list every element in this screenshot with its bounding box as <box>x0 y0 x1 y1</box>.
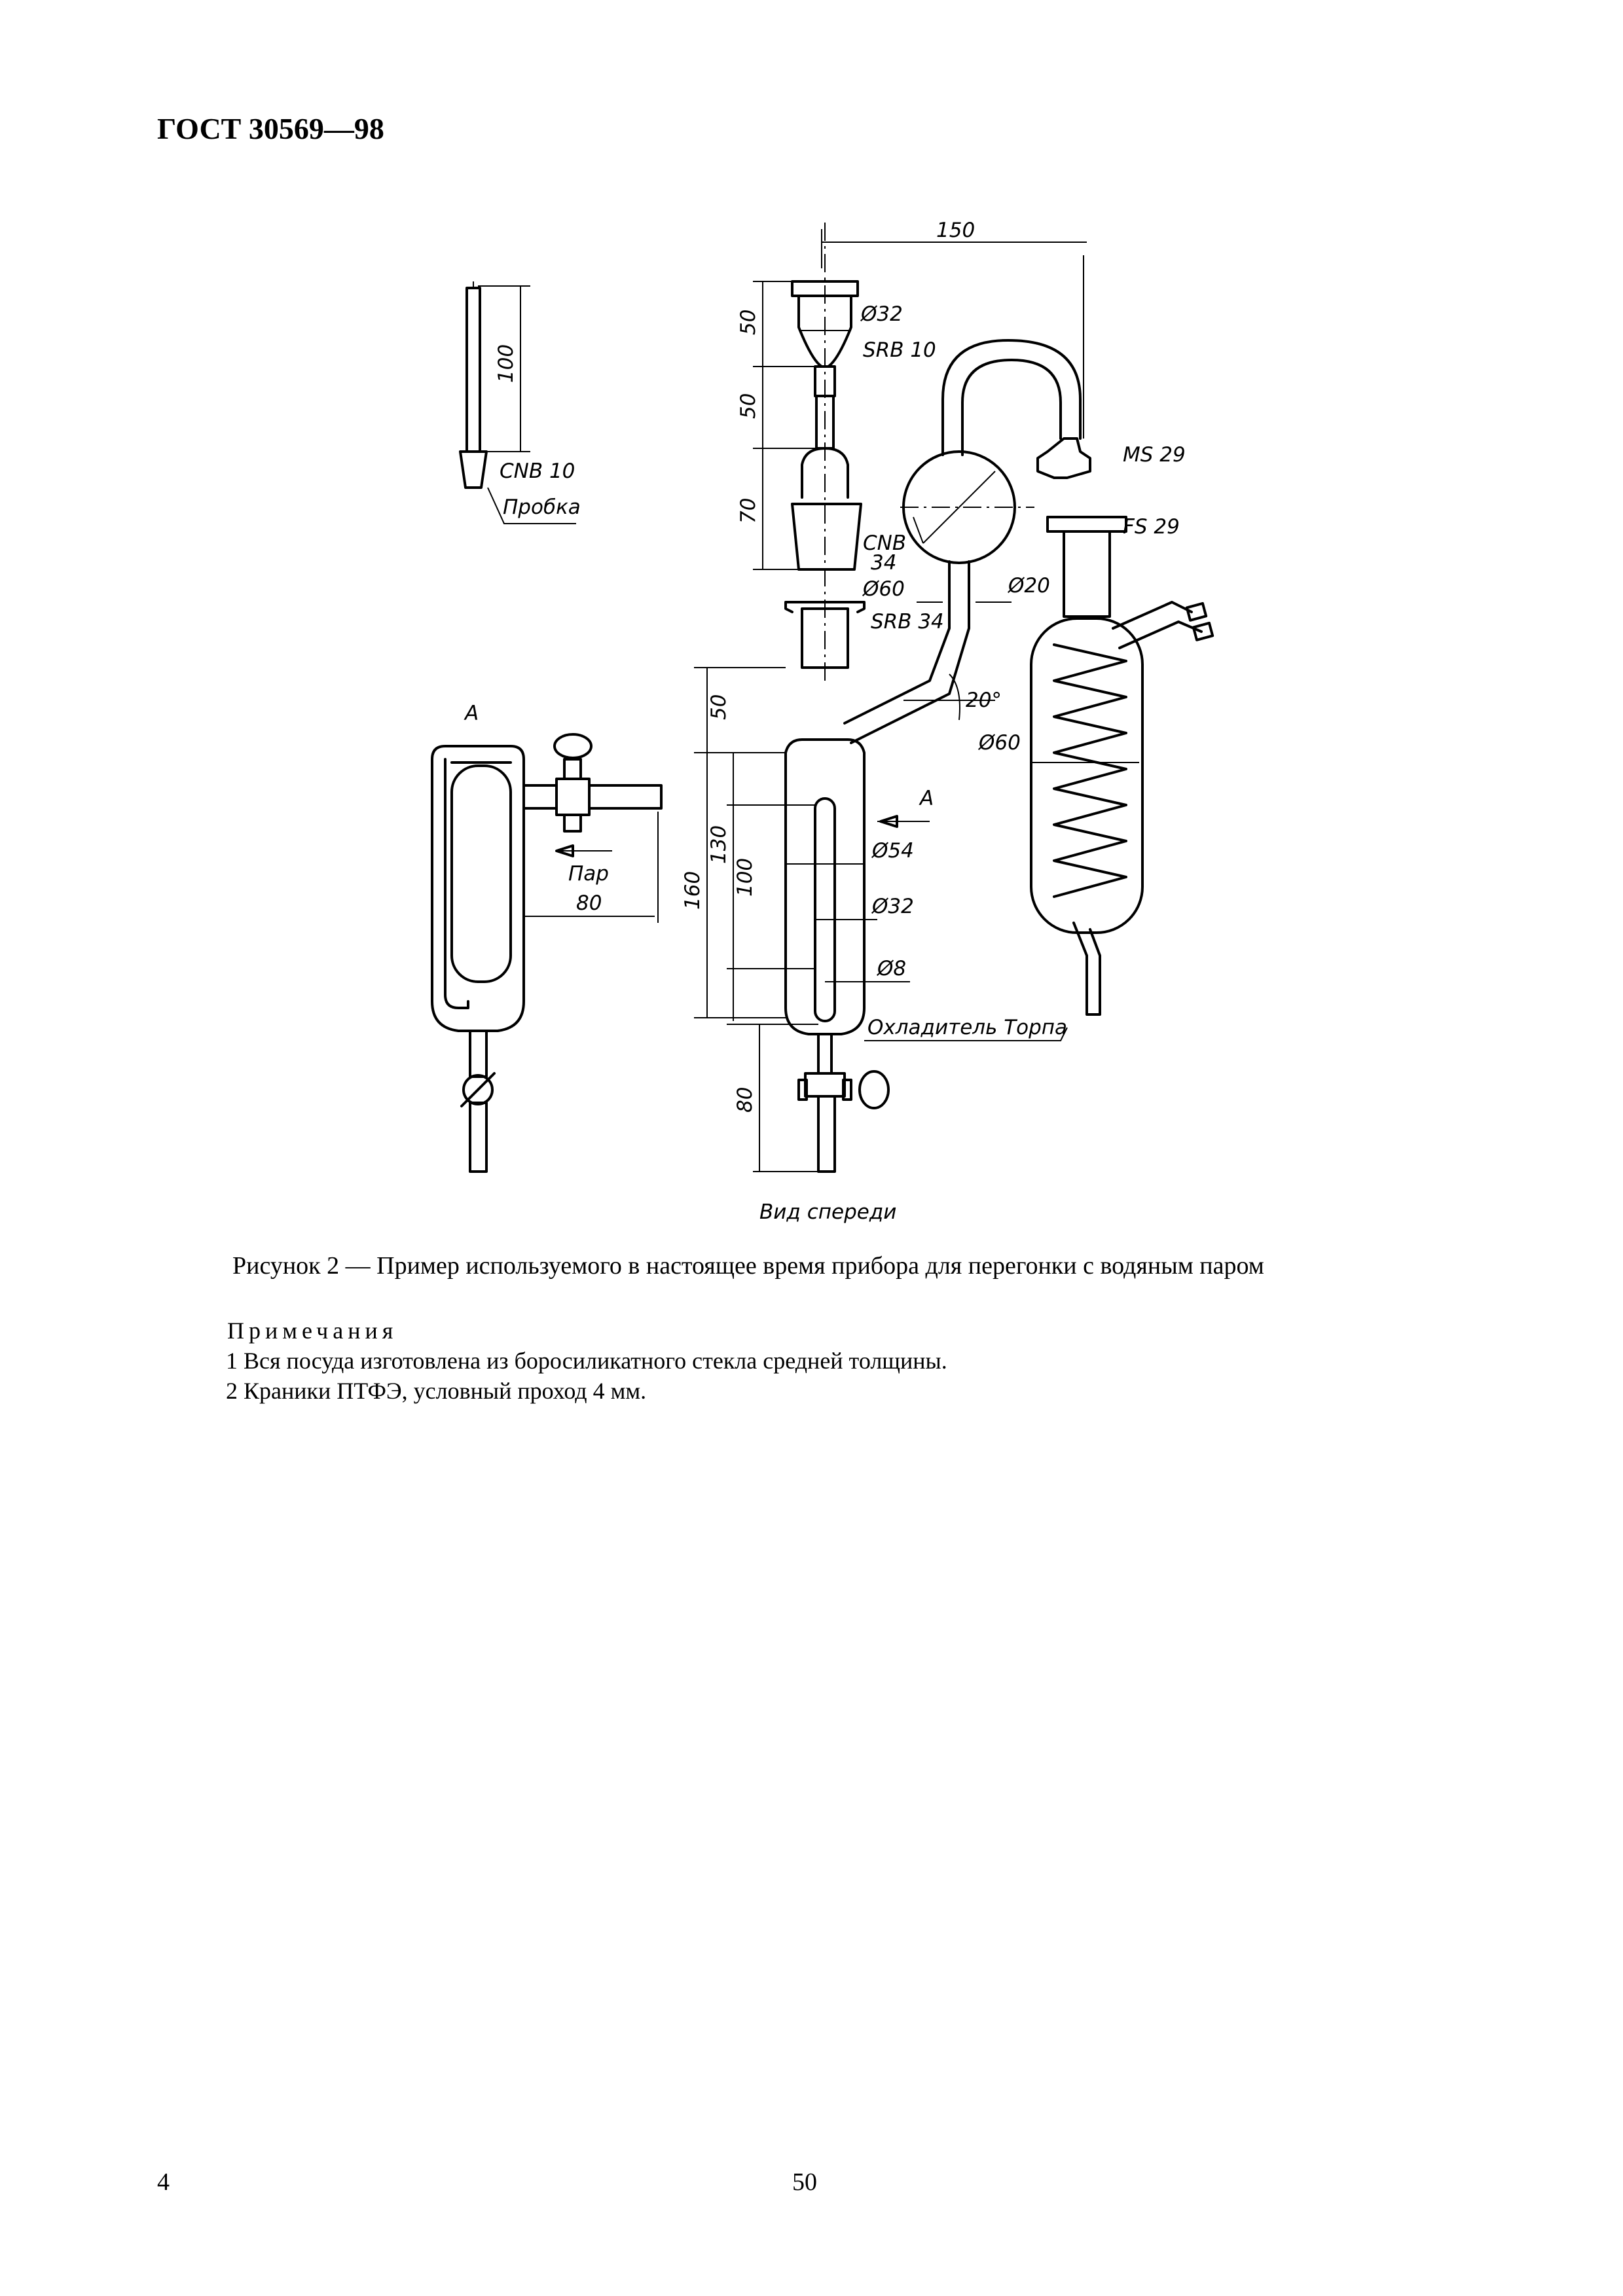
d60-flask-label: Ø60 <box>862 577 905 601</box>
d54-label: Ø54 <box>871 839 914 863</box>
plug-label: Пробка <box>503 495 581 519</box>
notes-title: Примечания <box>227 1318 398 1344</box>
d60-condenser-label: Ø60 <box>977 731 1021 755</box>
cnb-label: CNB <box>863 531 906 555</box>
dim-130: 130 <box>707 825 731 864</box>
note-item: 2 Краники ПТФЭ, условный проход 4 мм. <box>226 1378 647 1404</box>
note-item: 1 Вся посуда изготовлена из боросиликатн… <box>226 1348 947 1374</box>
cnb10-label: CNB 10 <box>500 459 575 483</box>
dim-80-side: 80 <box>576 891 602 915</box>
view-a-label: A <box>464 702 479 725</box>
dim-50-c: 50 <box>707 694 731 720</box>
page-number-center: 50 <box>792 2168 817 2196</box>
steam-label: Пар <box>568 862 609 886</box>
fs29-label: FS 29 <box>1123 515 1180 539</box>
srb10-label: SRB 10 <box>863 338 936 362</box>
dim-150: 150 <box>936 219 975 242</box>
ms29-label: MS 29 <box>1123 443 1186 467</box>
cnb-num-label: 34 <box>871 551 896 575</box>
view-a-arrow-label: A <box>919 787 934 810</box>
d32-inner-label: Ø32 <box>871 895 914 918</box>
dim-70: 70 <box>737 498 760 524</box>
side-view-a-drawing <box>431 733 663 1173</box>
dim-100-inner: 100 <box>733 858 757 897</box>
figure-caption: Рисунок 2 — Пример используемого в насто… <box>232 1252 1264 1280</box>
condenser-label: Охладитель Торпа <box>867 1016 1067 1039</box>
splash-head-drawing <box>843 255 1091 744</box>
condenser-drawing <box>864 516 1214 1041</box>
top-funnel-drawing <box>753 223 1087 681</box>
plug-drawing <box>459 281 576 524</box>
page-number-left: 4 <box>157 2168 170 2196</box>
d8-label: Ø8 <box>876 957 906 980</box>
plug-dim-100: 100 <box>494 344 518 383</box>
d32-top-label: Ø32 <box>860 302 903 326</box>
angle-20-label: 20° <box>966 689 1002 712</box>
dim-50-b: 50 <box>737 393 760 419</box>
steam-generator-drawing <box>694 601 930 1173</box>
standard-header: ГОСТ 30569—98 <box>157 112 384 145</box>
dim-160: 160 <box>681 871 704 910</box>
dim-50-a: 50 <box>737 310 760 335</box>
dim-80-bottom: 80 <box>733 1087 757 1113</box>
apparatus-drawing: 100 CNB 10 Пробка 150 50 50 70 Ø32 SRB 1… <box>431 219 1214 1224</box>
front-view-label: Вид спереди <box>759 1200 896 1224</box>
d20-label: Ø20 <box>1007 574 1050 598</box>
notes-block: Примечания 1 Вся посуда изготовлена из б… <box>226 1316 947 1406</box>
srb34-label: SRB 34 <box>871 610 944 634</box>
